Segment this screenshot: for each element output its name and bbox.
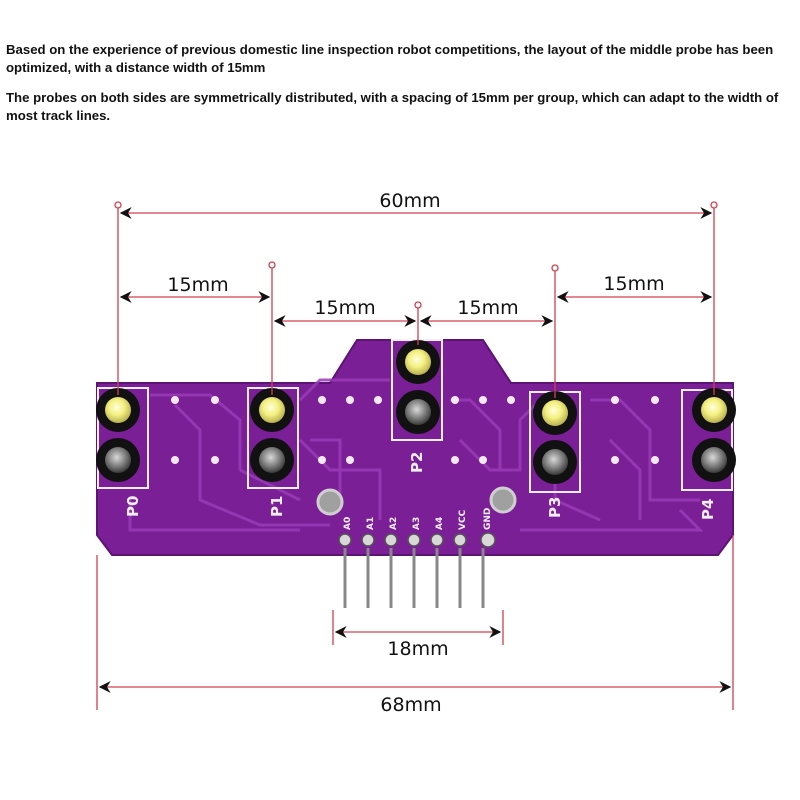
probe-p1: P1: [247, 387, 299, 517]
probe-label-p0: P0: [124, 496, 142, 517]
pcb-vias: [171, 396, 659, 464]
dim-label-right-inner: 15mm: [457, 297, 518, 319]
pin-label-a4: A4: [435, 517, 445, 530]
pin-label-vcc: VCC: [458, 509, 468, 530]
dim-label-left-outer: 15mm: [167, 274, 228, 296]
pin-header: A0 A1 A2 A3 A4 VCC GND: [338, 508, 496, 608]
probe-p3: P3: [529, 391, 581, 518]
dim-label-right-outer: 15mm: [603, 273, 664, 295]
probe-label-p4: P4: [699, 499, 717, 520]
probe-label-p2: P2: [408, 452, 426, 473]
symmetry-paragraph: The probes on both sides are symmetrical…: [6, 90, 779, 123]
pin-label-gnd: GND: [483, 508, 493, 530]
dim-label-left-inner: 15mm: [314, 297, 375, 319]
intro-paragraph: Based on the experience of previous dome…: [6, 42, 774, 75]
pin-label-a0: A0: [343, 517, 353, 530]
dim-label-60mm: 60mm: [379, 190, 440, 212]
dim-label-68mm: 68mm: [380, 694, 441, 716]
pin-label-a1: A1: [366, 517, 376, 530]
probe-label-p1: P1: [268, 496, 286, 517]
extension-lines: [96, 205, 734, 710]
extension-endpoints: [114, 201, 718, 309]
dimension-lines: [98, 207, 732, 693]
pin-label-a2: A2: [389, 517, 399, 530]
pcb-board: [96, 339, 734, 556]
mounting-holes: [316, 486, 517, 516]
pcb-traces: [128, 378, 704, 532]
dim-label-18mm: 18mm: [387, 638, 448, 660]
probe-label-p3: P3: [546, 497, 564, 518]
probe-p2: P2: [391, 339, 443, 473]
probe-p4: P4: [681, 388, 736, 520]
pin-label-a3: A3: [412, 517, 422, 530]
probe-p0: P0: [96, 387, 149, 517]
